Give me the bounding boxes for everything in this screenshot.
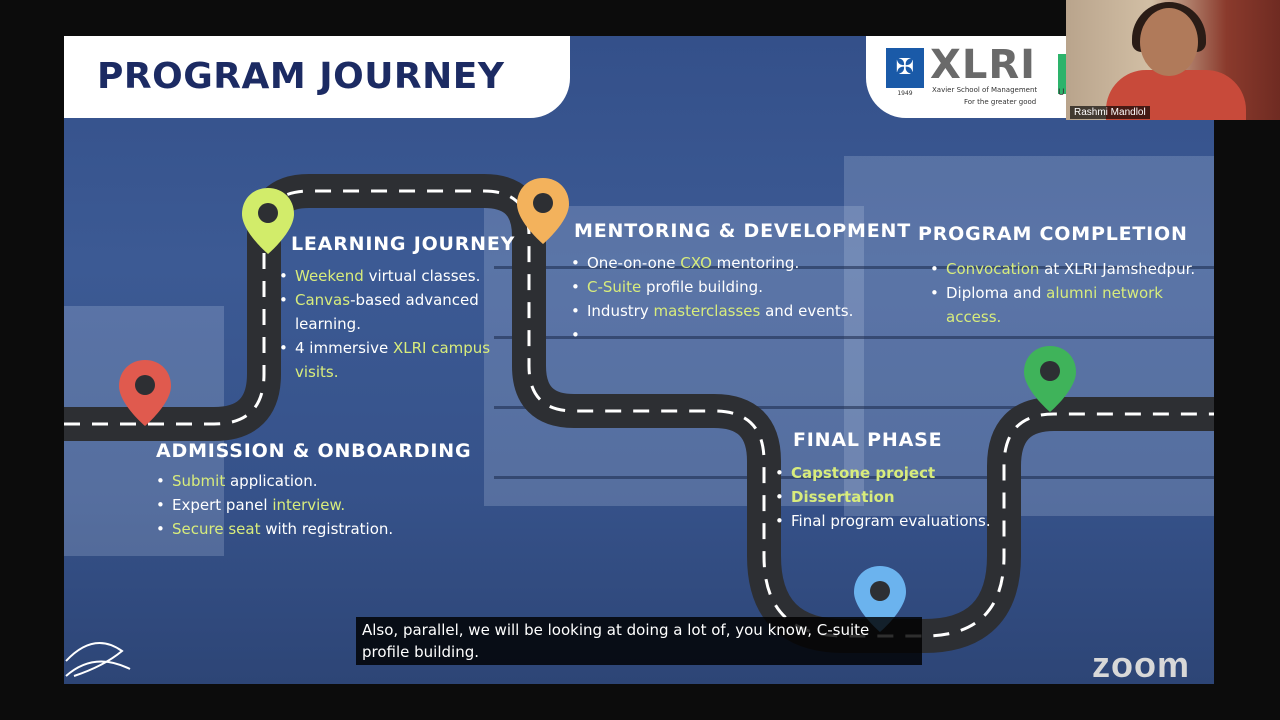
participant-name: Rashmi Mandlol [1070, 106, 1150, 119]
map-pin-icon [517, 178, 569, 244]
list-item: Capstone project [775, 461, 1015, 485]
logo-subtitle: Xavier School of Management [932, 86, 1038, 94]
list-item: C-Suite profile building. [571, 275, 891, 299]
stage-list-learning: Weekend virtual classes. Canvas-based ad… [279, 264, 494, 384]
map-pin-icon [119, 360, 171, 426]
stage-title-learning: LEARNING JOURNEY [291, 233, 516, 255]
list-item: Canvas-based advanced learning. [279, 288, 494, 336]
stage-title-completion: PROGRAM COMPLETION [918, 223, 1188, 245]
map-pin-icon [854, 566, 906, 632]
list-item: Diploma and alumni network access. [930, 281, 1214, 329]
decorative-scribble-icon [65, 642, 131, 677]
list-item: One-on-one CXO mentoring. [571, 251, 891, 275]
partner-logo-text: U [1058, 88, 1065, 98]
stage-list-admission: Submit application. Expert panel intervi… [156, 469, 476, 541]
list-item: Final program evaluations. [775, 509, 1015, 533]
list-item: Dissertation [775, 485, 1015, 509]
logo-wordmark: XLRI [930, 42, 1037, 88]
stage-list-completion: Convocation at XLRI Jamshedpur. Diploma … [930, 257, 1214, 329]
list-item: Secure seat with registration. [156, 517, 476, 541]
participant-video[interactable]: Rashmi Mandlol [1066, 0, 1280, 120]
map-pin-icon [242, 188, 294, 254]
stage-title-mentoring: MENTORING & DEVELOPMENT [574, 220, 911, 242]
partner-logo [1058, 54, 1066, 94]
list-item: Industry masterclasses and events. [571, 299, 891, 323]
list-item: Submit application. [156, 469, 476, 493]
xlri-seal-icon: ✠ [886, 48, 924, 88]
list-item: Expert panel interview. [156, 493, 476, 517]
list-item: Convocation at XLRI Jamshedpur. [930, 257, 1214, 281]
participant-avatar [1140, 8, 1198, 76]
closed-caption: Also, parallel, we will be looking at do… [356, 617, 922, 665]
stage-list-final-phase: Capstone project Dissertation Final prog… [775, 461, 1015, 533]
stage-title-final-phase: FINAL PHASE [793, 429, 943, 451]
list-item: Weekend virtual classes. [279, 264, 494, 288]
map-pin-icon [1024, 346, 1076, 412]
title-banner: PROGRAM JOURNEY [64, 36, 570, 118]
zoom-watermark-logo: zoom [1092, 644, 1190, 685]
presentation-slide: PROGRAM JOURNEY ✠ 1949 XLRI Xavier Schoo… [64, 36, 1214, 684]
logo-year: 1949 [897, 90, 913, 97]
stage-title-admission: ADMISSION & ONBOARDING [156, 440, 472, 462]
list-item: 4 immersive XLRI campus visits. [279, 336, 494, 384]
logo-tagline: For the greater good [964, 98, 1037, 106]
slide-title: PROGRAM JOURNEY [97, 56, 505, 97]
stage-list-mentoring: One-on-one CXO mentoring. C-Suite profil… [571, 251, 891, 347]
